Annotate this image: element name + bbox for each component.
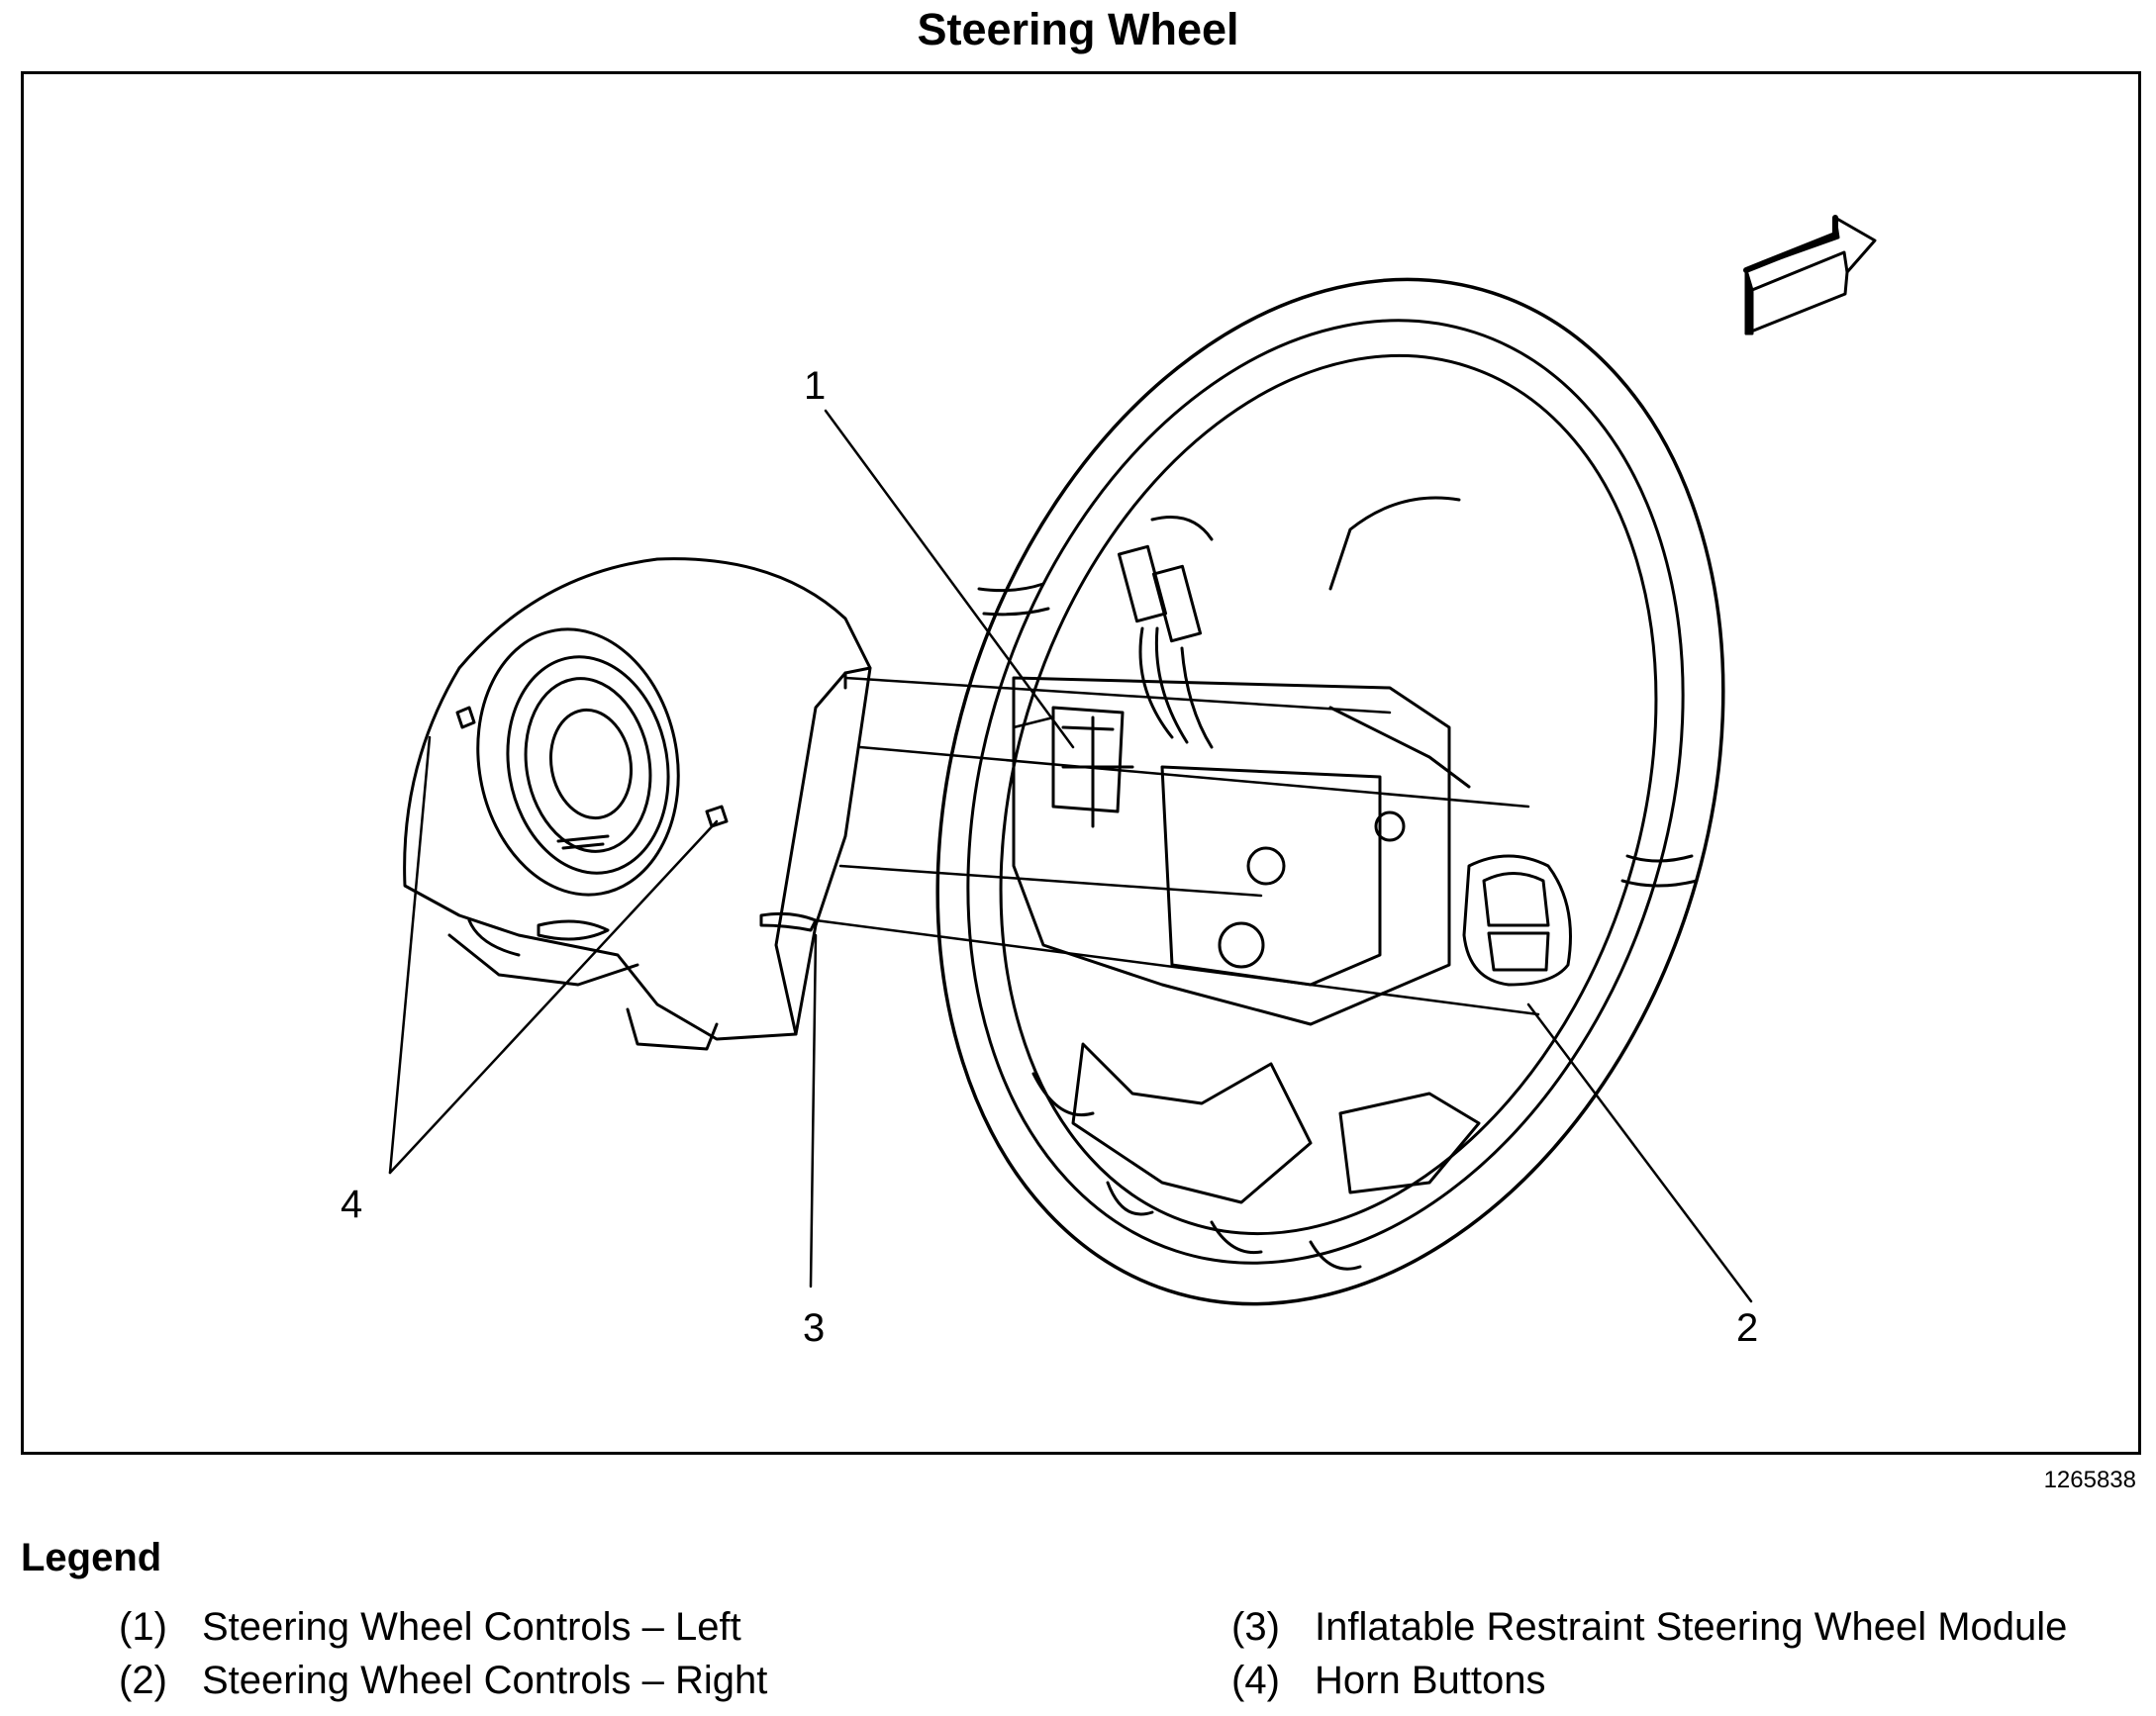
legend-item-number: (4)	[1231, 1659, 1280, 1702]
page-title: Steering Wheel	[917, 4, 1239, 54]
legend-item: (2) Steering Wheel Controls – Right	[119, 1659, 767, 1703]
legend-title: Legend	[21, 1536, 162, 1579]
alignment-lines	[814, 676, 1540, 1016]
left-control-switch	[1051, 706, 1125, 813]
illustration-frame: 1 2 3 4	[21, 71, 2141, 1455]
callout-1: 1	[804, 364, 826, 408]
direction-arrow-icon	[1743, 215, 1877, 335]
legend-item-number: (2)	[119, 1659, 167, 1702]
steering-wheel-rim	[935, 277, 1725, 1306]
horn-button-tabs	[455, 706, 729, 828]
legend-item-label: Steering Wheel Controls – Left	[202, 1605, 741, 1649]
legend-item: (4) Horn Buttons	[1231, 1659, 1545, 1703]
figure-id: 1265838	[2043, 1467, 2136, 1493]
legend-item-number: (3)	[1231, 1605, 1280, 1649]
wiring-harness	[1117, 516, 1471, 789]
legend-item-number: (1)	[119, 1605, 167, 1649]
steering-wheel-illustration: 1 2 3 4	[341, 215, 1877, 1350]
legend-item-label: Inflatable Restraint Steering Wheel Modu…	[1315, 1605, 2068, 1649]
legend-item-label: Steering Wheel Controls – Right	[202, 1659, 768, 1702]
legend-item-label: Horn Buttons	[1315, 1659, 1546, 1702]
callout-3: 3	[803, 1306, 825, 1350]
leader-lines	[388, 409, 1753, 1303]
steering-wheel-hub	[1012, 496, 1481, 1204]
callout-2: 2	[1736, 1306, 1758, 1350]
legend-item: (3) Inflatable Restraint Steering Wheel M…	[1231, 1605, 2067, 1650]
airbag-module	[403, 557, 872, 1051]
right-control-switch	[1462, 854, 1572, 987]
legend-item: (1) Steering Wheel Controls – Left	[119, 1605, 741, 1650]
callout-4: 4	[341, 1183, 362, 1226]
